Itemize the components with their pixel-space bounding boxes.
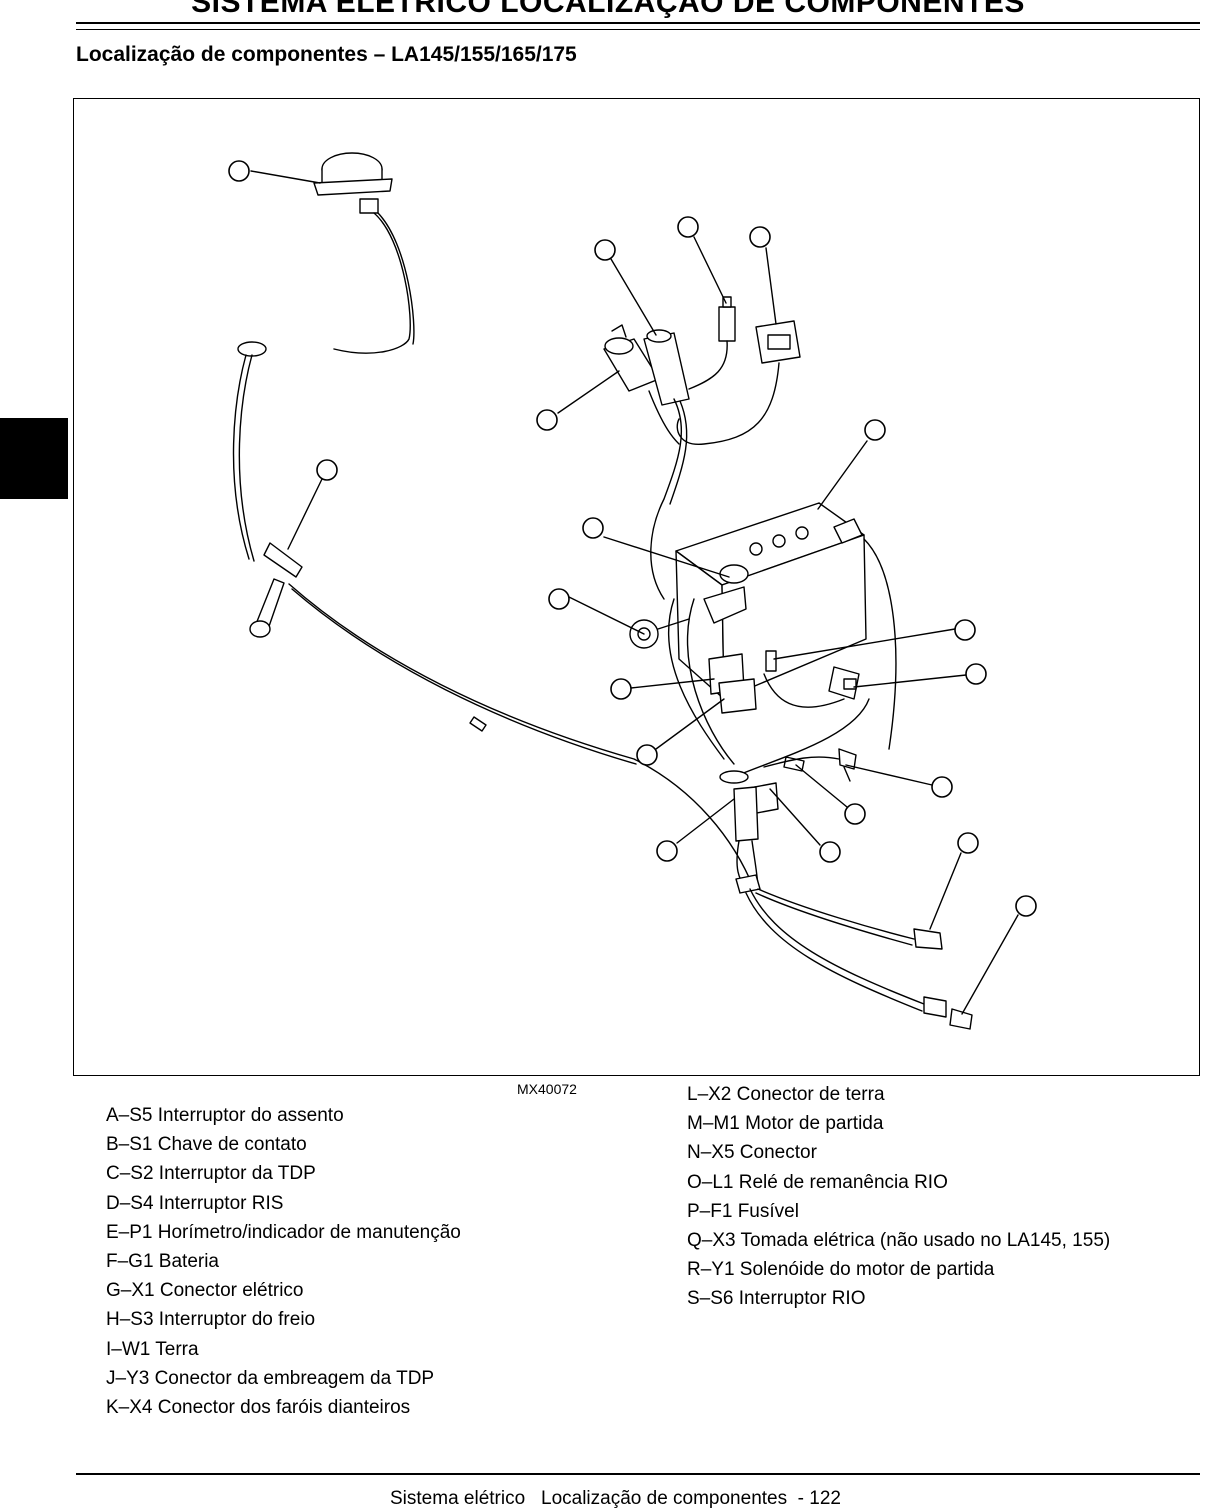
callout-g: G <box>954 619 976 641</box>
callout-a: A <box>228 160 250 182</box>
hourmeter-drawing <box>755 320 801 364</box>
seat-switch-drawing <box>313 152 393 214</box>
legend-item: O–L1 Relé de remanência RIO <box>687 1171 948 1193</box>
legend-item: D–S4 Interruptor RIS <box>106 1192 284 1214</box>
ground-terminal-drawing <box>838 748 857 782</box>
legend-item: K–X4 Conector dos faróis dianteiros <box>106 1396 411 1418</box>
legend-item: Q–X3 Tomada elétrica (não usado no LA145… <box>687 1229 1111 1251</box>
legend-left-column: A–S5 Interruptor do assento B–S1 Chave d… <box>106 1101 461 1422</box>
footer-rule <box>76 1473 1200 1475</box>
legend-item: J–Y3 Conector da embreagem da TDP <box>106 1367 435 1389</box>
page-header-title: SISTEMA ELÉTRICO LOCALIZAÇÃO DE COMPONEN… <box>191 0 1025 19</box>
legend-right-column: L–X2 Conector de terra M–M1 Motor de par… <box>687 1080 1110 1314</box>
starter-solenoid-drawing <box>703 564 749 624</box>
legend-item: F–G1 Bateria <box>106 1250 219 1272</box>
ris-switch-drawing <box>718 296 736 342</box>
callout-c: C <box>594 239 616 261</box>
callout-f: F <box>864 419 886 441</box>
callout-b: B <box>536 409 558 431</box>
callout-q: Q <box>548 588 570 610</box>
wiring-diagram-drawing: A B C D E F G H I J K L M N O P Q R S <box>228 152 1037 1030</box>
figure-code: MX40072 <box>517 1081 577 1097</box>
legend-item: C–S2 Interruptor da TDP <box>106 1163 316 1185</box>
callout-o: O <box>636 744 658 766</box>
callout-n: N <box>656 840 678 862</box>
brake-switch-drawing <box>828 666 860 700</box>
header-rule-thin <box>76 29 1200 30</box>
legend-item: S–S6 Interruptor RIO <box>687 1288 866 1310</box>
legend-item: P–F1 Fusível <box>687 1200 799 1222</box>
section-heading: Localização de componentes – LA145/155/1… <box>76 43 577 66</box>
legend-item: E–P1 Horímetro/indicador de manutenção <box>106 1221 461 1243</box>
callout-r: R <box>582 517 604 539</box>
callout-s: S <box>316 459 338 481</box>
section-tab-marker <box>0 418 68 499</box>
legend-item: N–X5 Conector <box>687 1142 817 1164</box>
callout-k: K <box>1015 895 1037 917</box>
legend-item: A–S5 Interruptor do assento <box>106 1105 344 1126</box>
legend-item: G–X1 Conector elétrico <box>106 1280 304 1302</box>
callout-h: H <box>965 663 987 685</box>
ignition-switch-drawing <box>603 324 690 406</box>
connector-x5-drawing <box>733 786 759 842</box>
legend-item: L–X2 Conector de terra <box>687 1084 885 1105</box>
legend-item: B–S1 Chave de contato <box>106 1134 307 1156</box>
legend-item: H–S3 Interruptor do freio <box>106 1309 316 1331</box>
legend-item: M–M1 Motor de partida <box>687 1113 884 1135</box>
callout-j: J <box>957 832 979 854</box>
pto-clutch-connector-drawing <box>913 928 943 950</box>
fuse-relay-drawing <box>708 653 757 714</box>
wiring-diagram-figure: A B C D E F G H I J K L M N O P Q R S <box>73 98 1200 1076</box>
battery-drawing <box>675 502 867 700</box>
callout-p: P <box>610 678 632 700</box>
legend-item: R–Y1 Solenóide do motor de partida <box>687 1259 995 1281</box>
header-rule <box>76 22 1200 24</box>
page-footer: Sistema elétrico Localização de componen… <box>390 1488 841 1509</box>
callout-e: E <box>749 226 771 248</box>
rio-switch-drawing <box>249 542 303 638</box>
callout-i: I <box>931 776 953 798</box>
headlight-connector-drawing <box>923 996 973 1030</box>
callout-l: L <box>844 803 866 825</box>
callout-d: D <box>677 216 699 238</box>
legend-item: I–W1 Terra <box>106 1338 199 1360</box>
callout-m: M <box>819 841 841 863</box>
